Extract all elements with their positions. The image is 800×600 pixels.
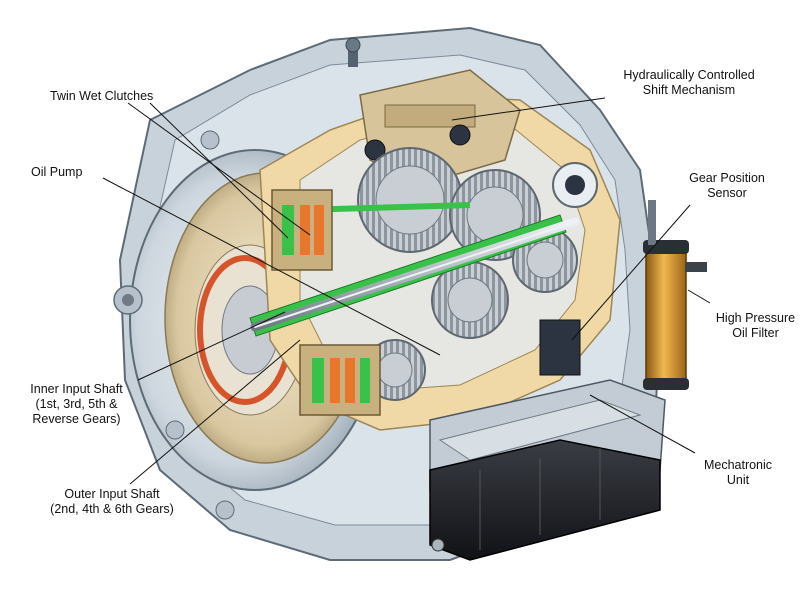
mechatronic-unit-body [429, 319, 666, 561]
label-oil-pump: Oil Pump [31, 165, 83, 179]
label-gear-position-sensor: Gear Position Sensor [689, 171, 765, 200]
label-outer-input-shaft: Outer Input Shaft (2nd, 4th & 6th Gears) [50, 487, 174, 516]
label-hydraulic-shift-mechanism: Hydraulically Controlled Shift Mechanism [623, 68, 755, 97]
callout-leader-lines [102, 97, 711, 485]
label-twin-wet-clutches: Twin Wet Clutches [50, 89, 154, 103]
input-shafts [249, 202, 580, 337]
oil-filter [643, 200, 707, 390]
label-high-pressure-oil-filter: High Pressure Oil Filter [715, 311, 796, 340]
label-mechatronic-unit: Mechatronic Unit [703, 458, 773, 487]
label-inner-input-shaft: Inner Input Shaft (1st, 3rd, 5th & Rever… [30, 382, 123, 426]
twin-clutch-packs [271, 189, 381, 416]
